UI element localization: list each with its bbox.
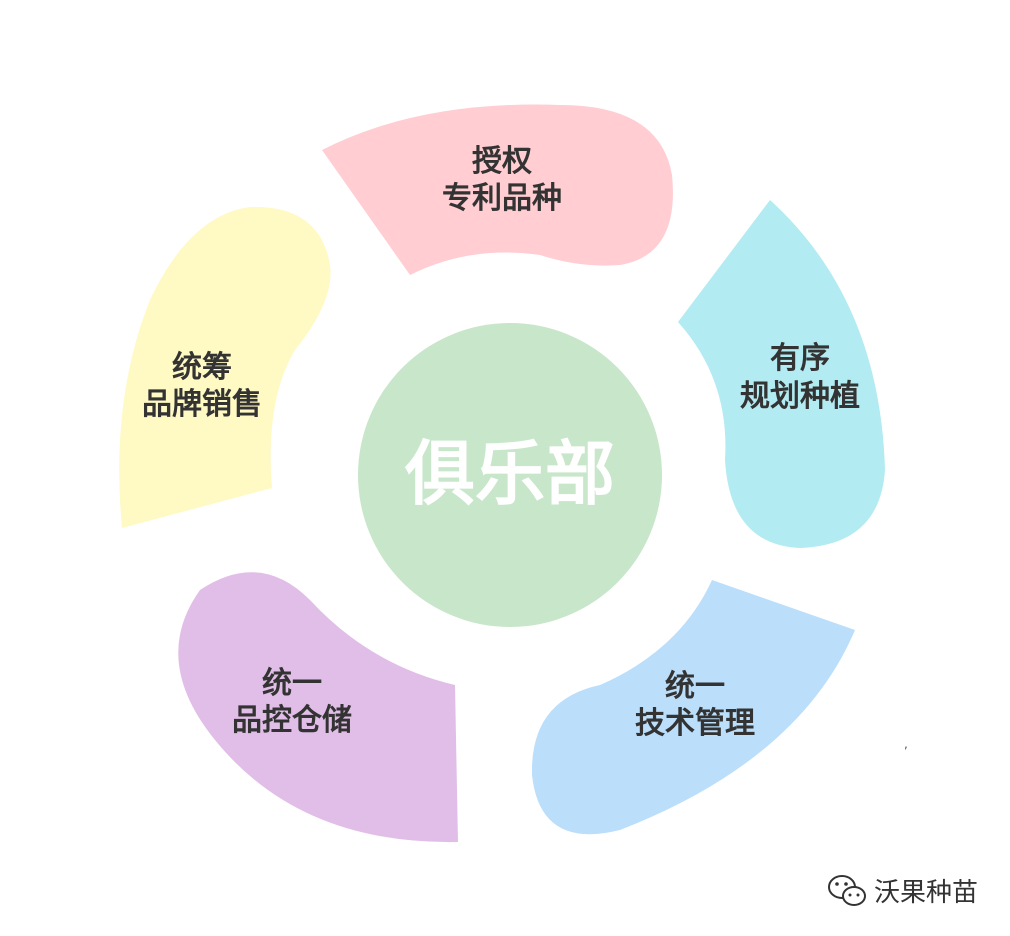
segment-top-line1: 授权 xyxy=(472,144,532,179)
segment-bottom-left-line2: 品控仓储 xyxy=(232,703,352,738)
center-node: 俱乐部 xyxy=(358,323,662,627)
segment-bottom-left-shape xyxy=(178,572,458,843)
segment-top-line2: 专利品种 xyxy=(442,181,562,216)
segment-left: 统筹 品牌销售 xyxy=(119,206,331,528)
segment-top: 授权 专利品种 xyxy=(322,104,673,275)
segment-right-line2: 规划种植 xyxy=(740,379,860,414)
segment-bottom-right-line2: 技术管理 xyxy=(635,706,755,741)
center-circle xyxy=(358,323,662,627)
segment-top-shape xyxy=(322,104,673,275)
segment-right: 有序 规划种植 xyxy=(678,200,885,548)
segment-left-line1: 统筹 xyxy=(172,350,232,385)
wechat-icon xyxy=(828,875,866,906)
segment-bottom-right: 统一 技术管理 xyxy=(531,580,855,835)
segment-bottom-left-line1: 统一 xyxy=(262,666,322,701)
center-label: 俱乐部 xyxy=(404,433,615,515)
segment-bottom-right-shape xyxy=(531,580,855,835)
segment-left-shape xyxy=(119,206,331,528)
watermark-text: 沃果种苗 xyxy=(874,878,978,908)
segment-bottom-left: 统一 品控仓储 xyxy=(178,572,458,843)
segment-right-shape xyxy=(678,200,885,548)
segment-right-line1: 有序 xyxy=(770,341,830,376)
segment-bottom-right-line1: 统一 xyxy=(665,669,725,704)
segment-left-line2: 品牌销售 xyxy=(142,387,262,422)
stray-mark: , xyxy=(904,737,908,751)
watermark: 沃果种苗 xyxy=(828,875,978,908)
